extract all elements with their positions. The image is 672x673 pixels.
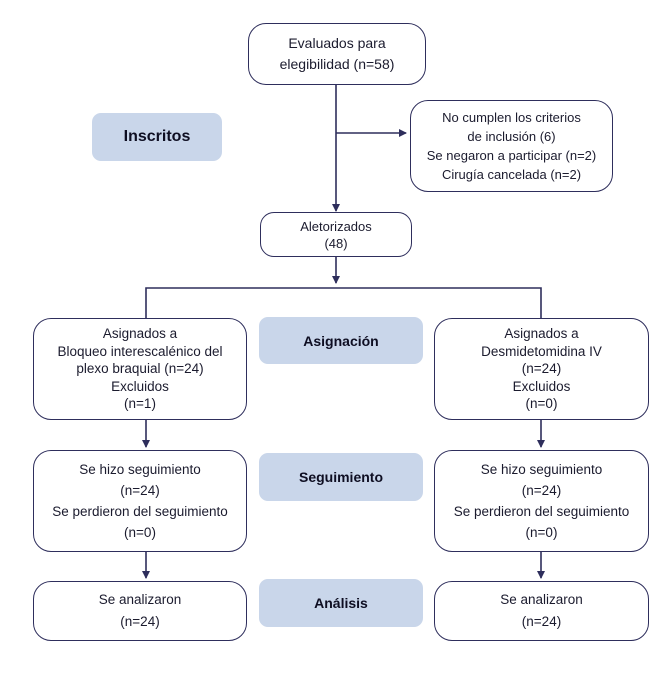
stage-allocation: Asignación — [259, 317, 423, 364]
right-analysis-line: Se analizaron — [500, 592, 583, 607]
stage-enrolled-label: Inscritos — [123, 128, 191, 145]
right-analysis-box: Se analizaron (n=24) — [434, 581, 649, 641]
left-analysis-line: Se analizaron — [98, 592, 182, 607]
left-allocation-box: Asignados a Bloqueo interescalénico del … — [33, 318, 247, 420]
right-allocation-line: Asignados a — [504, 326, 579, 342]
left-followup-line: Se perdieron del seguimiento — [52, 504, 228, 519]
right-allocation-line: (n=0) — [525, 396, 558, 412]
excluded-line: Se negaron a participar (n=2) — [426, 148, 597, 163]
right-followup-line: (n=0) — [525, 525, 558, 540]
right-followup-line: (n=24) — [521, 483, 562, 498]
excluded-box: No cumplen los criterios de inclusión (6… — [410, 100, 613, 192]
evaluated-line: Evaluados para — [288, 35, 386, 51]
excluded-line: Cirugía cancelada (n=2) — [441, 167, 582, 182]
left-allocation-line: (n=1) — [124, 396, 156, 412]
left-allocation-line: plexo braquial (n=24) — [76, 361, 204, 377]
right-followup-line: Se hizo seguimiento — [480, 462, 603, 477]
stage-followup-label: Seguimiento — [298, 469, 383, 485]
randomized-box: Aletorizados (48) — [260, 212, 412, 257]
left-followup-line: (n=0) — [124, 525, 156, 540]
left-allocation-line: Bloqueo interescalénico del — [57, 343, 223, 359]
excluded-line: No cumplen los criterios — [442, 110, 581, 125]
evaluated-line: elegibilidad (n=58) — [279, 56, 395, 72]
right-allocation-line: (n=24) — [521, 361, 562, 377]
evaluated-box: Evaluados para elegibilidad (n=58) — [248, 23, 426, 85]
stage-analysis-label: Análisis — [314, 595, 368, 611]
left-analysis-line: (n=24) — [120, 614, 160, 629]
randomized-line: Aletorizados — [300, 218, 372, 234]
connector-split — [145, 287, 542, 318]
right-followup-box: Se hizo seguimiento (n=24) Se perdieron … — [434, 450, 649, 552]
right-allocation-box: Asignados a Desmidetomidina IV (n=24) Ex… — [434, 318, 649, 420]
left-followup-line: (n=24) — [120, 483, 160, 498]
left-allocation-line: Excluidos — [111, 378, 169, 394]
stage-analysis: Análisis — [259, 579, 423, 627]
left-analysis-box: Se analizaron (n=24) — [33, 581, 247, 641]
left-followup-line: Se hizo seguimiento — [79, 462, 201, 477]
right-allocation-line: Excluidos — [512, 378, 571, 394]
right-analysis-line: (n=24) — [521, 614, 562, 629]
left-followup-box: Se hizo seguimiento (n=24) Se perdieron … — [33, 450, 247, 552]
right-followup-line: Se perdieron del seguimiento — [453, 504, 630, 519]
excluded-line: de inclusión (6) — [467, 129, 556, 144]
randomized-line: (48) — [324, 235, 348, 251]
right-allocation-line: Desmidetomidina IV — [481, 343, 602, 359]
stage-enrolled: Inscritos — [92, 113, 222, 161]
stage-followup: Seguimiento — [259, 453, 423, 501]
left-allocation-line: Asignados a — [102, 326, 178, 342]
stage-allocation-label: Asignación — [303, 332, 379, 349]
